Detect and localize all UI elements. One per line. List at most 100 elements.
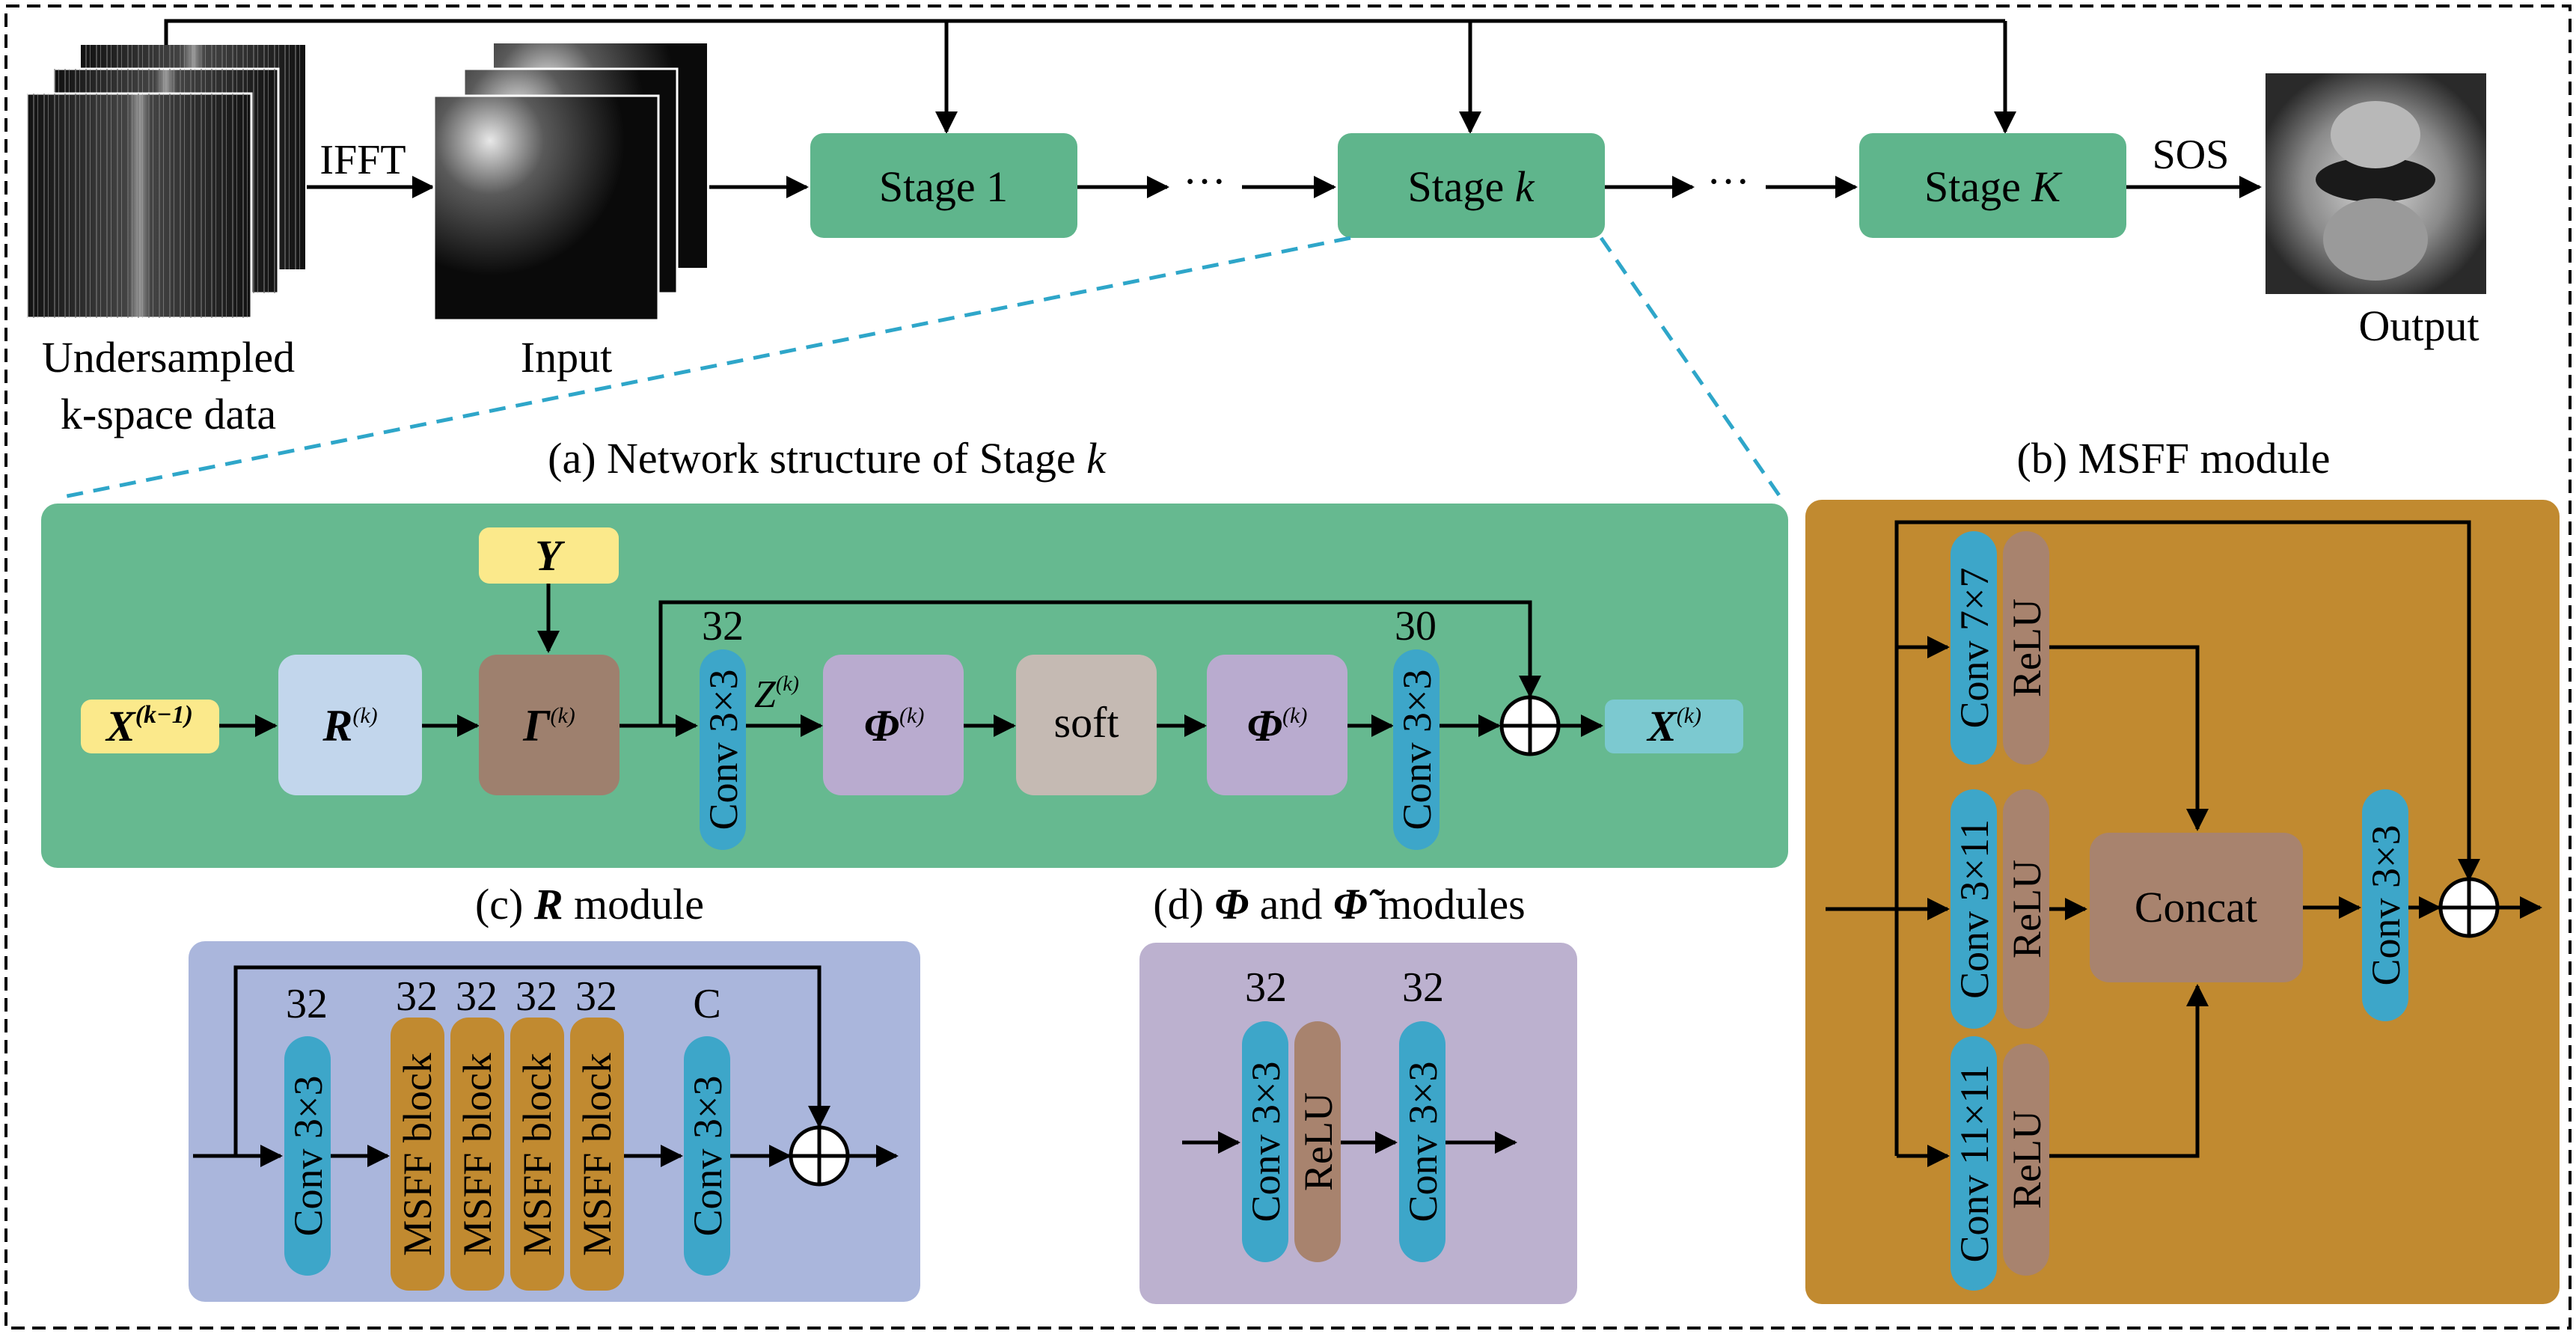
soft-box xyxy=(1016,655,1157,795)
msff-conv33-label: Conv 3×3 xyxy=(2364,825,2408,986)
r-msff-block-3 xyxy=(510,1018,564,1291)
r-msff-block-4 xyxy=(570,1018,624,1291)
r-msff-block-1-label: MSFF block xyxy=(395,1053,440,1256)
x-prev-box xyxy=(81,700,219,753)
stageK-label: Stage K xyxy=(1924,162,2063,211)
panel-c-title: (c) R module xyxy=(475,880,704,928)
panel-a-conv1 xyxy=(700,649,746,850)
kspace-image-stack xyxy=(25,45,305,319)
ellipsis-1: ··· xyxy=(1183,157,1226,206)
msff-branch1-to-concat xyxy=(2049,645,2209,831)
y-label: Y xyxy=(535,531,565,580)
msff-conv7-block xyxy=(1951,531,1997,765)
msff-concat-box xyxy=(2090,833,2303,982)
z-label: Z(k) xyxy=(754,673,799,716)
x-out-label: X(k) xyxy=(1646,702,1701,750)
x-out-box xyxy=(1605,700,1743,753)
phi-relu xyxy=(1294,1021,1341,1262)
r-conv1 xyxy=(284,1036,331,1276)
r-conv2-label: Conv 3×3 xyxy=(685,1076,730,1237)
top-feedback-line xyxy=(164,19,2005,45)
r-skip-line xyxy=(233,965,830,1156)
y-box xyxy=(479,527,619,584)
phi-conv1 xyxy=(1242,1021,1288,1262)
r-box xyxy=(278,655,422,795)
stagek-box xyxy=(1338,133,1605,238)
panel-a-ch-30: 30 xyxy=(1395,603,1437,649)
msff-conv311-label: Conv 3×11 xyxy=(1952,819,1997,999)
r-msff1-ch: 32 xyxy=(396,973,438,1020)
r-msff-block-3-label: MSFF block xyxy=(515,1053,560,1256)
panel-a-conv2 xyxy=(1393,649,1440,850)
r-msff2-ch: 32 xyxy=(456,973,498,1020)
msff-skip-line xyxy=(1894,520,2480,881)
phi-label: Φ(k) xyxy=(864,701,925,750)
r-msff-block-2 xyxy=(450,1018,504,1291)
phi-tilde-box xyxy=(1207,655,1347,795)
r-label: R(k) xyxy=(322,701,377,750)
msff-relu1-label: ReLU xyxy=(2004,599,2049,697)
gamma-label: Γ(k) xyxy=(522,701,575,750)
panel-a-conv1-label: Conv 3×3 xyxy=(701,670,746,830)
msff-relu3-block xyxy=(2003,1044,2049,1276)
gamma-box xyxy=(479,655,619,795)
panel-d-title: (d) Φ and Φ̃ modules xyxy=(1153,880,1525,928)
phi-tilde-label: Φ(k) xyxy=(1247,701,1308,750)
phi-conv1-ch: 32 xyxy=(1245,964,1287,1011)
r-conv1-label: Conv 3×3 xyxy=(286,1076,331,1237)
kspace-label-line1: Undersampled xyxy=(42,333,295,382)
panel-a-title: (a) Network structure of Stage k xyxy=(548,434,1107,483)
zoom-line-right xyxy=(1599,236,1783,499)
output-label: Output xyxy=(2358,302,2479,350)
input-label: Input xyxy=(521,333,612,382)
soft-label: soft xyxy=(1054,698,1119,747)
msff-relu2-label: ReLU xyxy=(2004,860,2049,958)
r-msff-block-2-label: MSFF block xyxy=(455,1053,500,1256)
r-msff4-ch: 32 xyxy=(575,973,617,1020)
panel-a-conv2-label: Conv 3×3 xyxy=(1395,670,1440,830)
ifft-label: IFFT xyxy=(319,137,406,183)
r-msff-block-1 xyxy=(391,1018,444,1291)
phi-conv1-label: Conv 3×3 xyxy=(1243,1062,1288,1223)
phi-box xyxy=(823,655,964,795)
msff-concat-label: Concat xyxy=(2135,883,2257,931)
sos-label: SOS xyxy=(2153,132,2230,178)
panel-a-ch-32: 32 xyxy=(702,603,744,649)
panel-d-background xyxy=(1139,943,1577,1304)
msff-relu2-block xyxy=(2003,789,2049,1029)
msff-relu1-block xyxy=(2003,531,2049,765)
stageK-box xyxy=(1859,133,2126,238)
zoom-line-left xyxy=(59,236,1351,500)
r-conv2 xyxy=(684,1036,730,1276)
msff-conv1111-label: Conv 11×11 xyxy=(1952,1065,1997,1263)
stagek-label: Stage k xyxy=(1407,162,1535,211)
msff-conv1111-block xyxy=(1951,1036,1997,1291)
kspace-label-line2: k-space data xyxy=(61,390,276,438)
r-msff-block-4-label: MSFF block xyxy=(575,1053,619,1256)
msff-sum-node xyxy=(2438,877,2500,938)
output-image xyxy=(2266,73,2486,294)
panel-b-title: (b) MSFF module xyxy=(2017,434,2331,483)
stage1-label: Stage 1 xyxy=(879,162,1008,211)
msff-conv7-label: Conv 7×7 xyxy=(1952,568,1997,729)
input-image-stack xyxy=(432,43,707,322)
panel-a-sum-node xyxy=(1499,695,1561,756)
msff-conv311-block xyxy=(1951,789,1997,1029)
msff-branch3-to-concat xyxy=(2049,984,2209,1158)
ellipsis-2: ··· xyxy=(1707,157,1750,206)
panel-a-skip-line xyxy=(658,600,1541,726)
r-conv2-ch: C xyxy=(693,981,721,1027)
r-sum-node xyxy=(789,1125,850,1187)
stage1-box xyxy=(810,133,1077,238)
phi-conv2-label: Conv 3×3 xyxy=(1401,1062,1445,1223)
x-prev-label: X(k−1) xyxy=(105,701,193,750)
outer-frame xyxy=(4,4,2572,1330)
phi-relu-label: ReLU xyxy=(1296,1092,1341,1191)
msff-relu3-label: ReLU xyxy=(2004,1110,2049,1209)
r-conv1-ch: 32 xyxy=(286,981,328,1027)
r-msff3-ch: 32 xyxy=(515,973,557,1020)
phi-conv2-ch: 32 xyxy=(1402,964,1444,1011)
phi-conv2 xyxy=(1399,1021,1445,1262)
msff-conv33-block xyxy=(2362,789,2408,1021)
